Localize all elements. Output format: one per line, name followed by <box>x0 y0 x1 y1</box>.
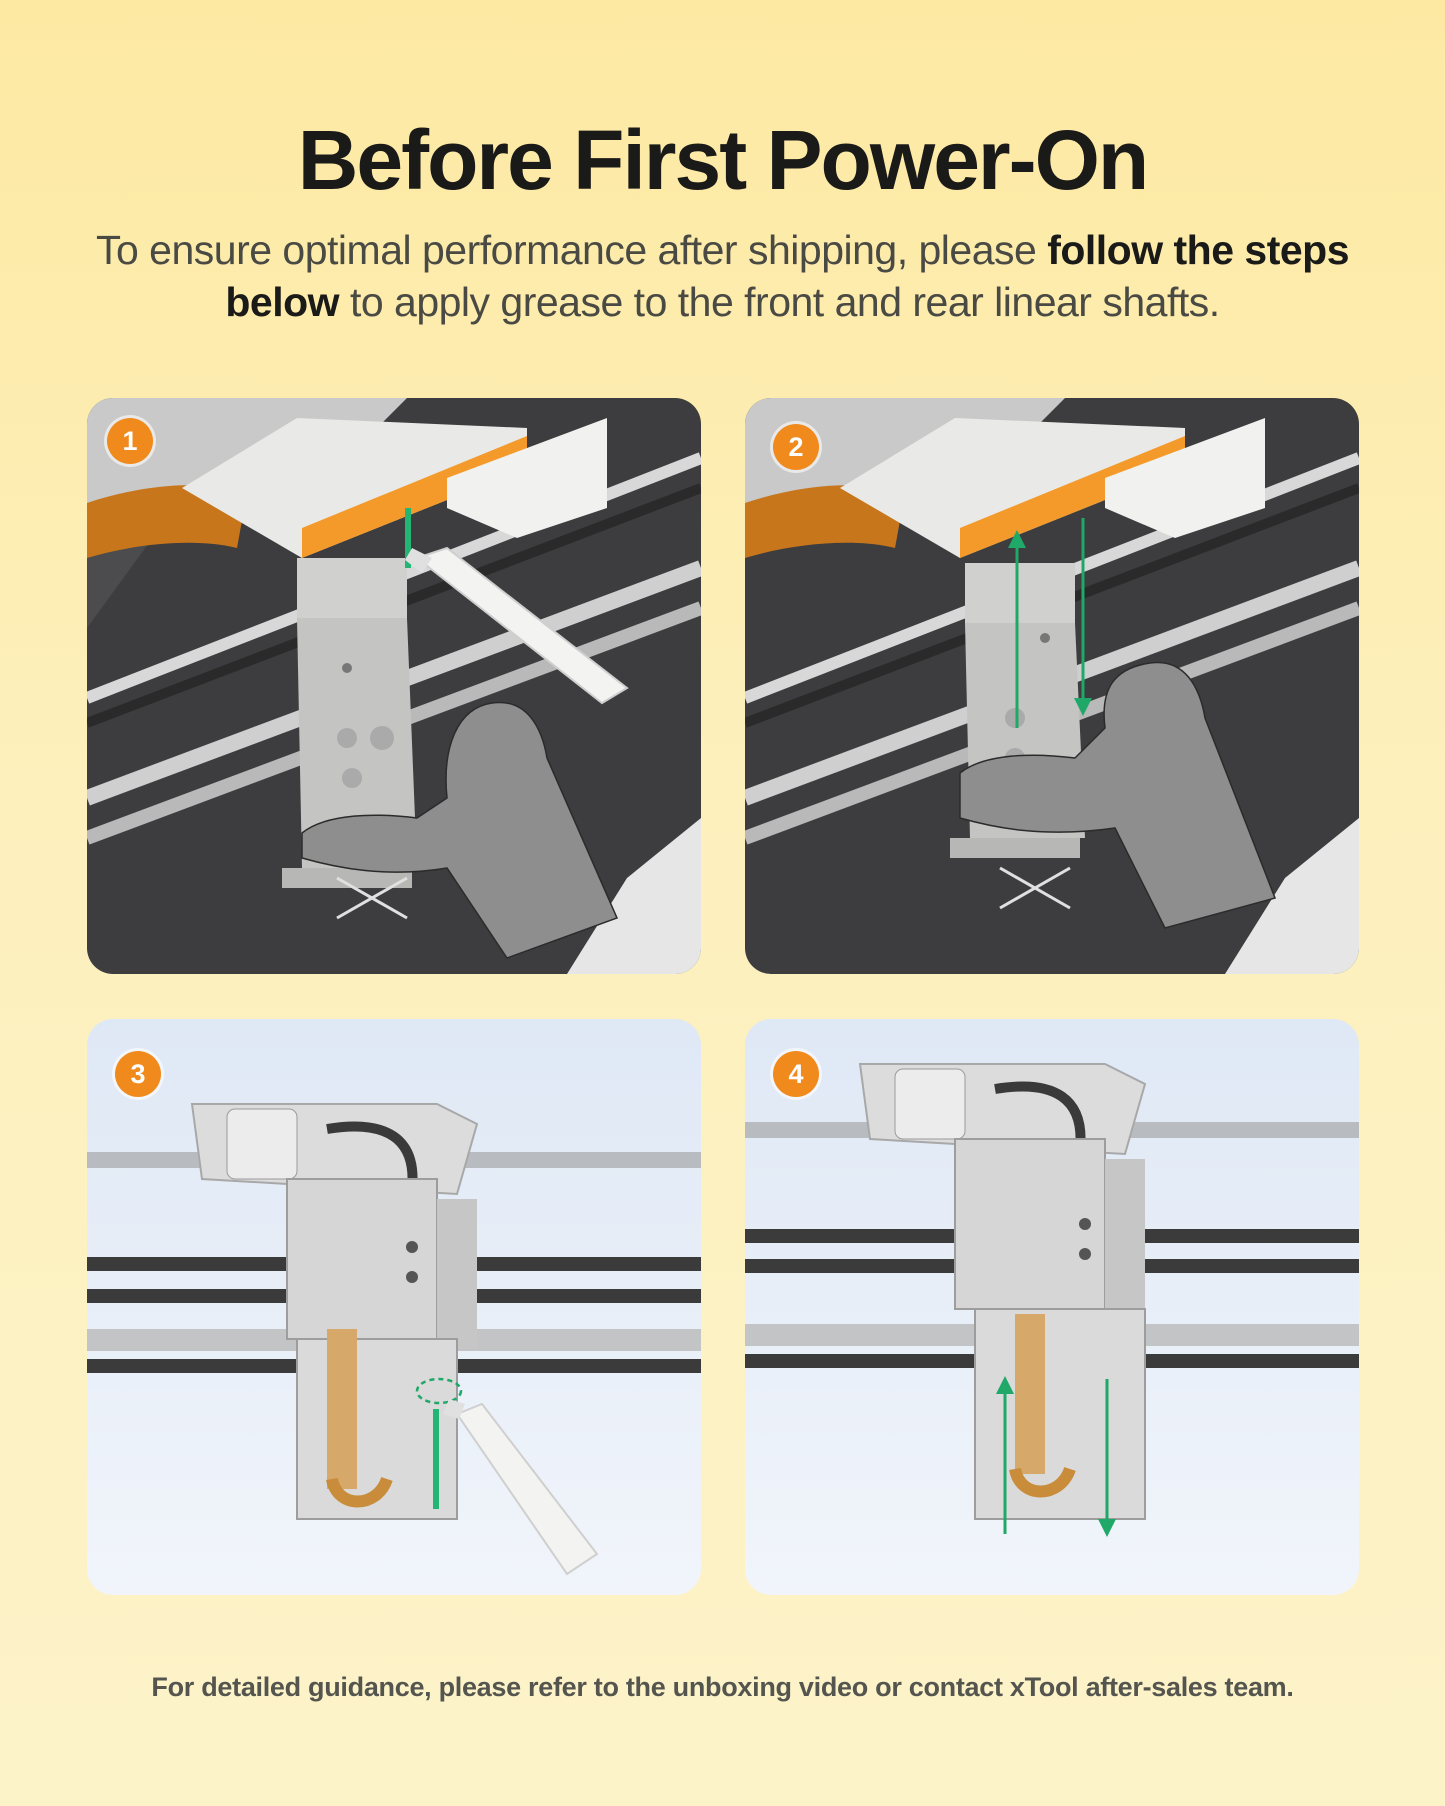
subtitle-text-start: To ensure optimal performance after ship… <box>95 227 1048 273</box>
subtitle-text-end: to apply grease to the front and rear li… <box>339 279 1220 325</box>
step-4-panel: 4 <box>745 1019 1359 1595</box>
step-number-badge: 3 <box>115 1051 161 1097</box>
hand-icon <box>959 661 1277 929</box>
arrow-icon <box>996 1376 1116 1537</box>
arrow-icon <box>1008 518 1092 728</box>
hand-icon <box>301 701 619 959</box>
step-2-panel: 2 <box>745 398 1359 974</box>
step-number-badge: 2 <box>773 424 819 470</box>
grease-tube-icon <box>443 1399 599 1576</box>
step-3-illustration <box>87 1019 701 1595</box>
step-3-panel: 3 <box>87 1019 701 1595</box>
step-1-illustration <box>87 398 701 974</box>
step-number-badge: 1 <box>107 418 153 464</box>
grease-tube-icon <box>405 546 629 705</box>
footer-note: For detailed guidance, please refer to t… <box>151 1672 1294 1702</box>
step-2-illustration <box>745 398 1359 974</box>
page-subtitle: To ensure optimal performance after ship… <box>80 224 1365 328</box>
step-4-illustration <box>745 1019 1359 1595</box>
step-1-panel: 1 <box>87 398 701 974</box>
step-number-badge: 4 <box>773 1051 819 1097</box>
subtitle-emphasis: follow the steps below <box>225 227 1350 325</box>
page-title: Before First Power-On <box>297 113 1149 207</box>
